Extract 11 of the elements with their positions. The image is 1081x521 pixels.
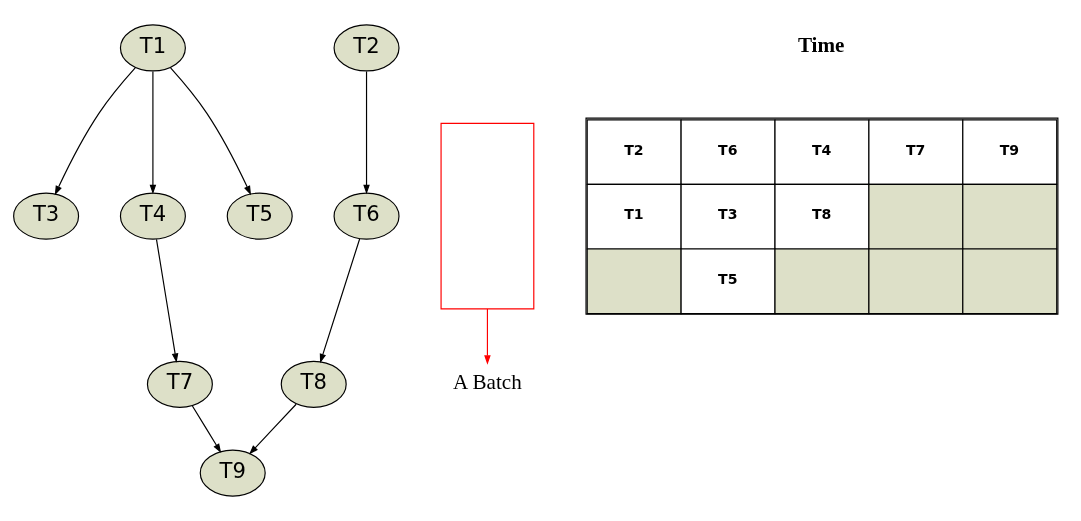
- label: T2: [624, 141, 644, 158]
- label: T7: [905, 141, 926, 158]
- label: T9: [999, 141, 1020, 158]
- label: T3: [718, 206, 738, 223]
- label: T6: [718, 141, 738, 158]
- label: Time: [797, 32, 845, 57]
- label: T1: [624, 206, 644, 223]
- label: T8: [811, 206, 832, 223]
- label: T4: [811, 141, 832, 158]
- node-text: A Batch: [453, 370, 522, 395]
- label: T5: [718, 270, 738, 287]
